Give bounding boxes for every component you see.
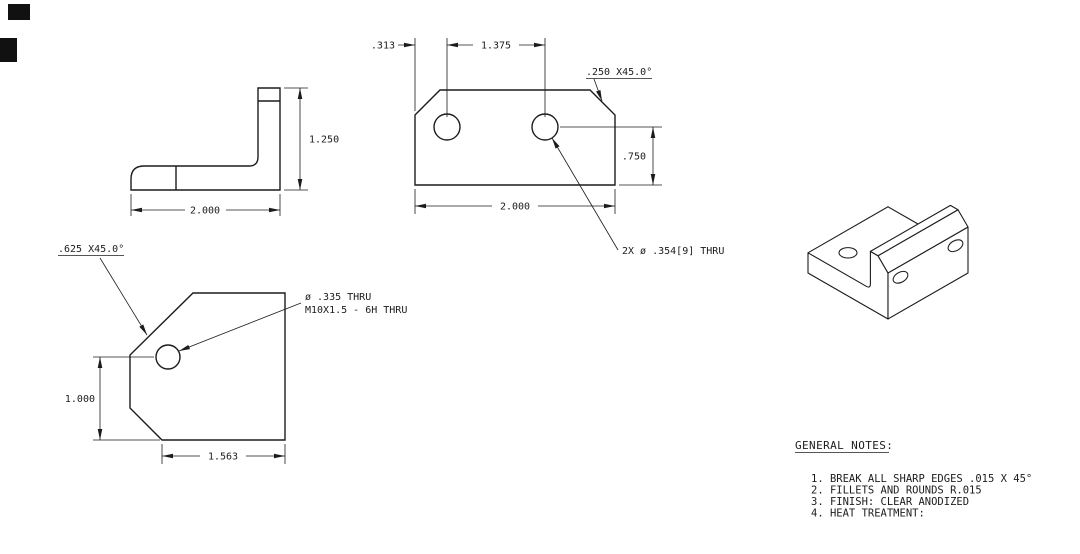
dim-left-width-text: 1.563	[208, 452, 238, 463]
holes-callout-text: 2X ø .354[9] THRU	[622, 246, 724, 257]
dim-hole-spacing: 1.375	[447, 41, 545, 52]
general-notes: GENERAL NOTES: 1. BREAK ALL SHARP EDGES …	[795, 439, 1032, 520]
side-view: 1.250 2.000	[130, 87, 339, 217]
corner-mark	[8, 4, 30, 20]
note-line-1: 1. BREAK ALL SHARP EDGES .015 X 45°	[811, 473, 1032, 485]
iso-flange-top-face	[869, 204, 959, 257]
note-line-2: 2. FILLETS AND ROUNDS R.015	[811, 485, 982, 497]
dim-side-depth-text: 2.000	[190, 206, 220, 217]
dim-front-width-text: 2.000	[500, 202, 530, 213]
side-view-outline	[130, 87, 281, 191]
dim-left-hole-height-text: 1.000	[65, 394, 95, 405]
left-view-outline	[129, 292, 286, 441]
dim-side-depth: 2.000	[130, 194, 281, 217]
note-line-4: 4. HEAT TREATMENT:	[811, 508, 925, 520]
dim-side-height-text: 1.250	[309, 135, 339, 146]
note-line-3: 3. FINISH: CLEAR ANODIZED	[811, 496, 969, 508]
front-view: .313 1.375 .250 X45.0° .750 2.000 2X ø .…	[371, 38, 724, 257]
isometric-view	[807, 204, 969, 320]
iso-flange-hole-right	[947, 239, 964, 253]
dim-hole-spacing-text: 1.375	[481, 41, 511, 52]
iso-left-face	[807, 250, 889, 320]
dim-hole-offset: .313	[371, 41, 415, 52]
left-view-hole	[155, 344, 181, 370]
dim-hole-height: .750	[622, 127, 656, 185]
dim-left-width: 1.563	[161, 444, 286, 464]
dim-side-height: 1.250	[284, 87, 339, 191]
iso-base-top-edges	[807, 206, 919, 254]
front-view-outline	[414, 89, 616, 186]
chamfer-note-front: .250 X45.0°	[586, 67, 652, 102]
tapped-hole-callout-line1: ø .335 THRU	[305, 292, 371, 303]
front-view-hole-left	[433, 113, 461, 141]
chamfer-note-front-text: .250 X45.0°	[586, 67, 652, 78]
corner-mark	[0, 38, 17, 62]
iso-flange-hole-left	[892, 270, 909, 284]
tapped-hole-callout-line2: M10X1.5 - 6H THRU	[305, 305, 407, 316]
dim-front-width: 2.000	[415, 202, 615, 213]
iso-base-hole	[838, 247, 858, 259]
general-notes-title: GENERAL NOTES:	[795, 439, 893, 452]
left-view: .625 X45.0° ø .335 THRU M10X1.5 - 6H THR…	[58, 244, 407, 464]
dim-hole-offset-text: .313	[371, 41, 395, 52]
dim-hole-height-text: .750	[622, 152, 646, 163]
holes-callout: 2X ø .354[9] THRU	[551, 137, 724, 257]
chamfer-note-left-text: .625 X45.0°	[58, 244, 124, 255]
chamfer-note-left: .625 X45.0°	[58, 244, 148, 336]
dim-left-hole-height: 1.000	[65, 356, 160, 441]
tapped-hole-callout: ø .335 THRU M10X1.5 - 6H THRU	[178, 292, 407, 352]
front-view-hole-right	[531, 113, 559, 141]
